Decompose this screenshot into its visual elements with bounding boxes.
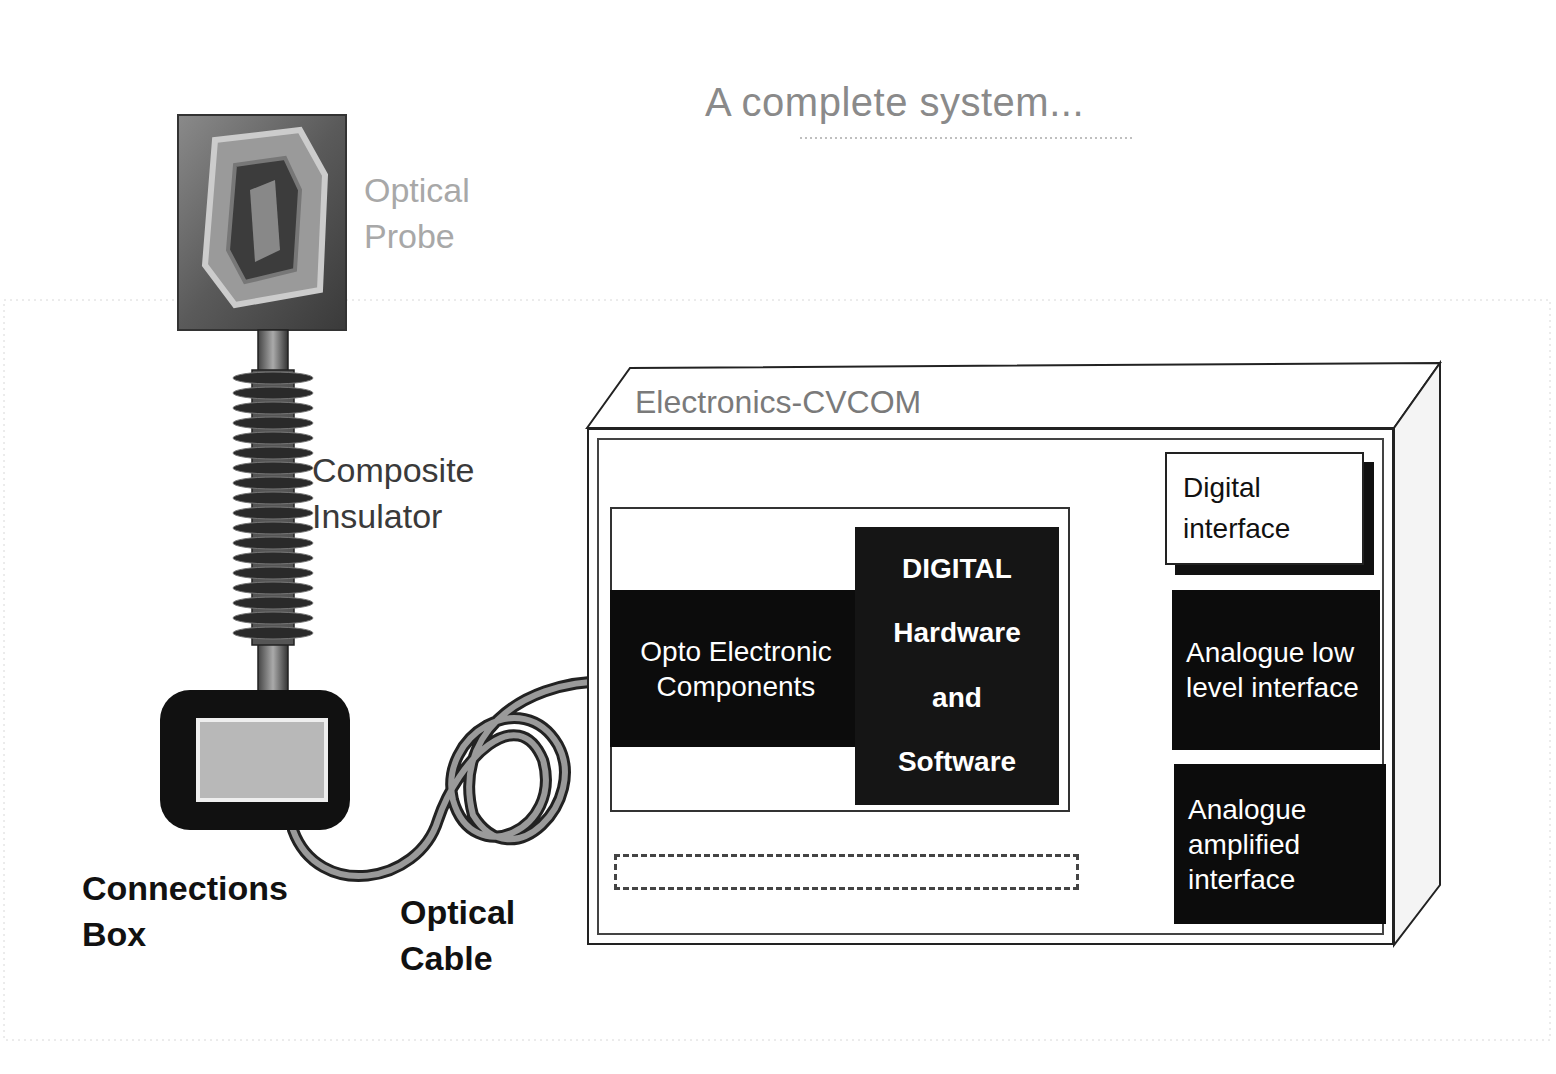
node-text: Connections Box [82,866,307,958]
insulator-rib [233,612,313,624]
insulator-rib [233,402,313,414]
node-text: Analogue low level interface [1186,635,1366,705]
node-text: Analogue amplified interface [1188,792,1372,897]
insulator-rib [233,462,313,474]
node-text: DIGITAL Hardware and Software [881,537,1033,795]
optical-probe [178,115,346,330]
analogue-amplified-box: Analogue amplified interface [1174,764,1386,924]
insulator-rib [233,567,313,579]
edge-label: Optical Cable [400,890,540,982]
title-underline [800,137,1135,139]
insulator-rib [233,387,313,399]
node-text: Digital interface [1183,468,1346,549]
digital-hardware-box: DIGITAL Hardware and Software [855,527,1059,805]
insulator-rib [233,492,313,504]
dashed-slot [614,854,1079,890]
insulator-ribs [233,372,313,639]
insulator-rib [233,522,313,534]
electronics-housing: Opto Electronic Components DIGITAL Hardwa… [587,428,1394,945]
diagram-title: A complete system... [705,80,1084,125]
insulator-stem [258,330,288,375]
page-frame [4,300,1550,1040]
insulator-rib [233,597,313,609]
insulator-rib [233,582,313,594]
connections-window [196,718,328,802]
digital-interface-box: Digital interface [1165,452,1364,565]
connections-box: Connections Box [160,690,350,830]
insulator-rib [233,417,313,429]
insulator-rib [233,432,313,444]
insulator-rib [233,627,313,639]
housing-faces [587,363,1440,945]
part-label: Composite Insulator [312,448,512,540]
insulator-rib [233,552,313,564]
insulator-rib [233,537,313,549]
insulator-rib [233,507,313,519]
node-text: Electronics-CVCOM [635,384,921,421]
insulator-rib [233,447,313,459]
insulator-rib [233,372,313,384]
node-text: Opto Electronic Components [624,634,848,704]
insulator-rib [233,477,313,489]
opto-electronic-box: Opto Electronic Components [610,590,862,747]
analogue-low-box: Analogue low level interface [1172,590,1380,750]
part-label: Optical Probe [364,168,504,260]
insulator-stem [258,640,288,692]
